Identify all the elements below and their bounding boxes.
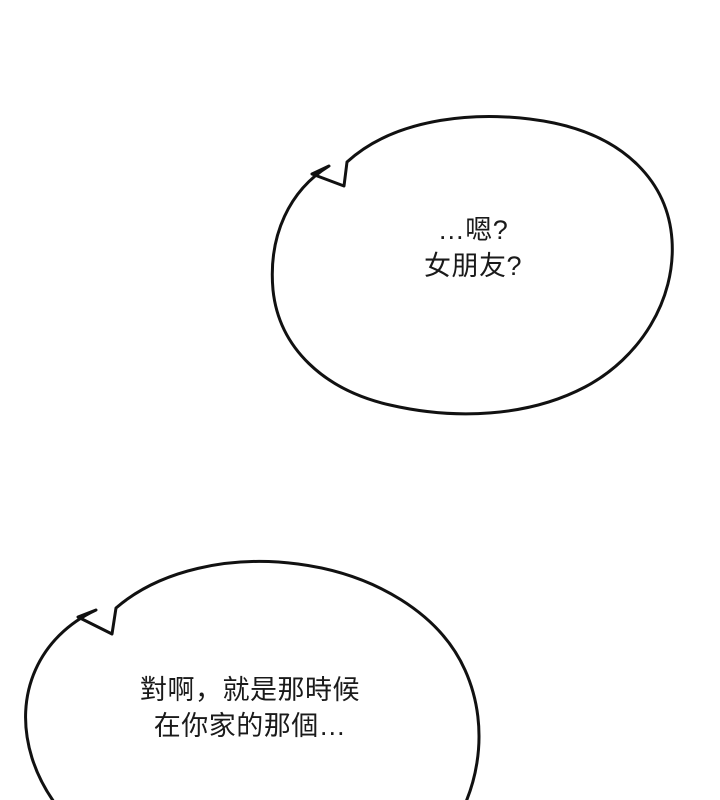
bubble-1-line-2: 女朋友? xyxy=(423,251,523,282)
bubble-2-line-1: 對啊，就是那時候 xyxy=(140,675,360,705)
speech-bubble-2-text: 對啊，就是那時候 在你家的那個… xyxy=(27,672,473,744)
speech-bubble-1-text: …嗯? 女朋友? xyxy=(273,212,673,284)
bubble-2-line-2: 在你家的那個… xyxy=(153,711,347,742)
speech-bubble-1-outline xyxy=(270,115,674,416)
speech-bubble-2-outline xyxy=(24,559,481,800)
bubble-1-line-1: …嗯? xyxy=(437,215,509,245)
